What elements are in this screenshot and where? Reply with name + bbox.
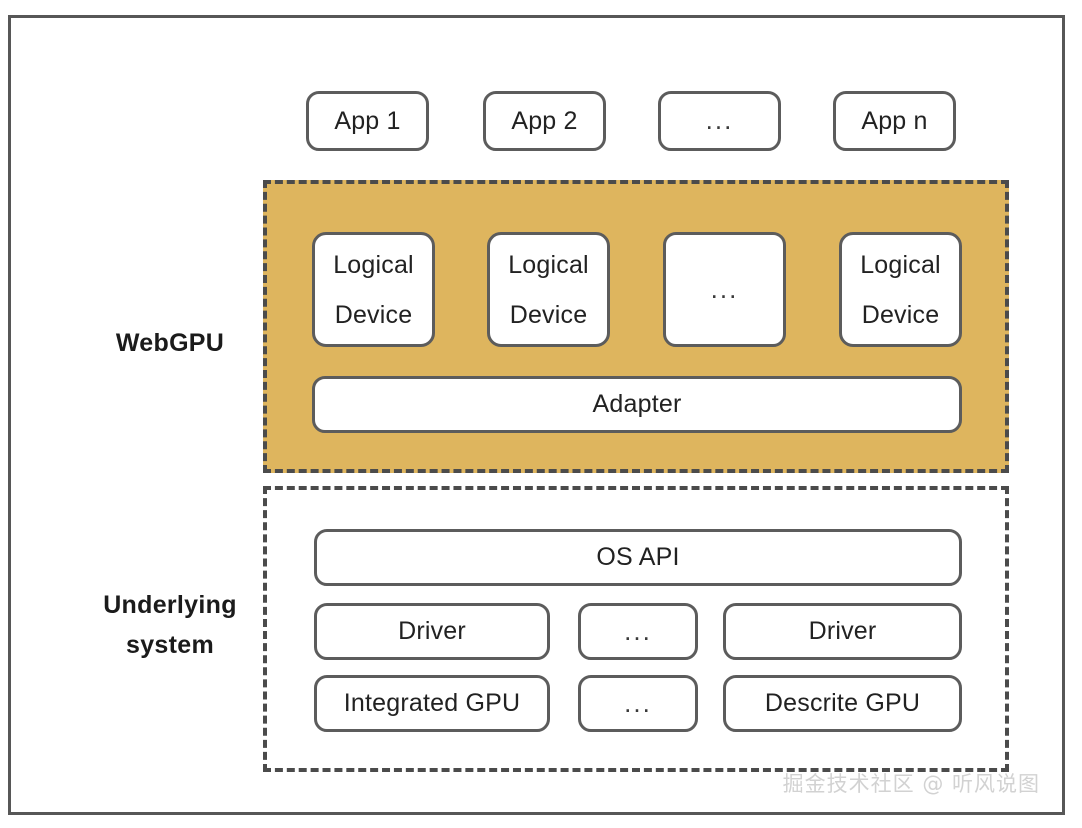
driver-box-right-label: Driver	[808, 617, 877, 646]
app-box-1: App 1	[306, 91, 429, 151]
section-label-webgpu-text: WebGPU	[115, 329, 225, 357]
section-label-underlying-line2: system	[126, 631, 214, 659]
section-label-webgpu: WebGPU	[59, 323, 281, 363]
app-box-1-label: App 1	[334, 106, 401, 135]
webgpu-layer-container: Logical Device Logical Device ... Logica…	[263, 180, 1009, 473]
app-box-ellipsis: ...	[658, 91, 781, 151]
integrated-gpu-box: Integrated GPU	[314, 675, 550, 732]
os-api-box-label: OS API	[596, 543, 680, 572]
logical-device-box-n: Logical Device	[839, 232, 962, 347]
section-label-underlying-system: Underlying system	[59, 585, 281, 665]
app-box-n: App n	[833, 91, 956, 151]
logical-device-box-1: Logical Device	[312, 232, 435, 347]
app-box-ellipsis-label: ...	[705, 105, 734, 136]
logical-device-box-n-line2: Device	[861, 300, 940, 329]
logical-device-box-n-line1: Logical	[860, 250, 941, 279]
app-box-2-label: App 2	[511, 106, 578, 135]
logical-device-box-1-line1: Logical	[333, 250, 414, 279]
integrated-gpu-box-label: Integrated GPU	[343, 689, 521, 718]
adapter-box-label: Adapter	[592, 390, 682, 419]
adapter-box: Adapter	[312, 376, 962, 433]
logical-device-box-ellipsis: ...	[663, 232, 786, 347]
logical-device-box-2-line2: Device	[509, 300, 588, 329]
gpu-box-ellipsis: ...	[578, 675, 698, 732]
driver-box-left: Driver	[314, 603, 550, 660]
discrete-gpu-box-label: Descrite GPU	[764, 689, 921, 718]
app-box-n-label: App n	[861, 106, 928, 135]
os-api-box: OS API	[314, 529, 962, 586]
driver-box-left-label: Driver	[398, 617, 466, 646]
logical-device-box-2-line1: Logical	[508, 250, 589, 279]
logical-device-box-ellipsis-label: ...	[710, 273, 739, 304]
underlying-system-container: OS API Driver ... Driver Integrated GPU …	[263, 486, 1009, 772]
app-box-2: App 2	[483, 91, 606, 151]
driver-box-ellipsis-label: ...	[624, 615, 652, 646]
logical-device-box-2: Logical Device	[487, 232, 610, 347]
watermark: 掘金技术社区 @ 听风说图	[782, 772, 1040, 796]
section-label-underlying-line1: Underlying	[103, 591, 237, 619]
logical-device-box-1-line2: Device	[334, 300, 413, 329]
diagram-frame: App 1 App 2 ... App n WebGPU Underlying …	[8, 15, 1065, 815]
driver-box-right: Driver	[723, 603, 962, 660]
driver-box-ellipsis: ...	[578, 603, 698, 660]
gpu-box-ellipsis-label: ...	[624, 687, 652, 718]
discrete-gpu-box: Descrite GPU	[723, 675, 962, 732]
